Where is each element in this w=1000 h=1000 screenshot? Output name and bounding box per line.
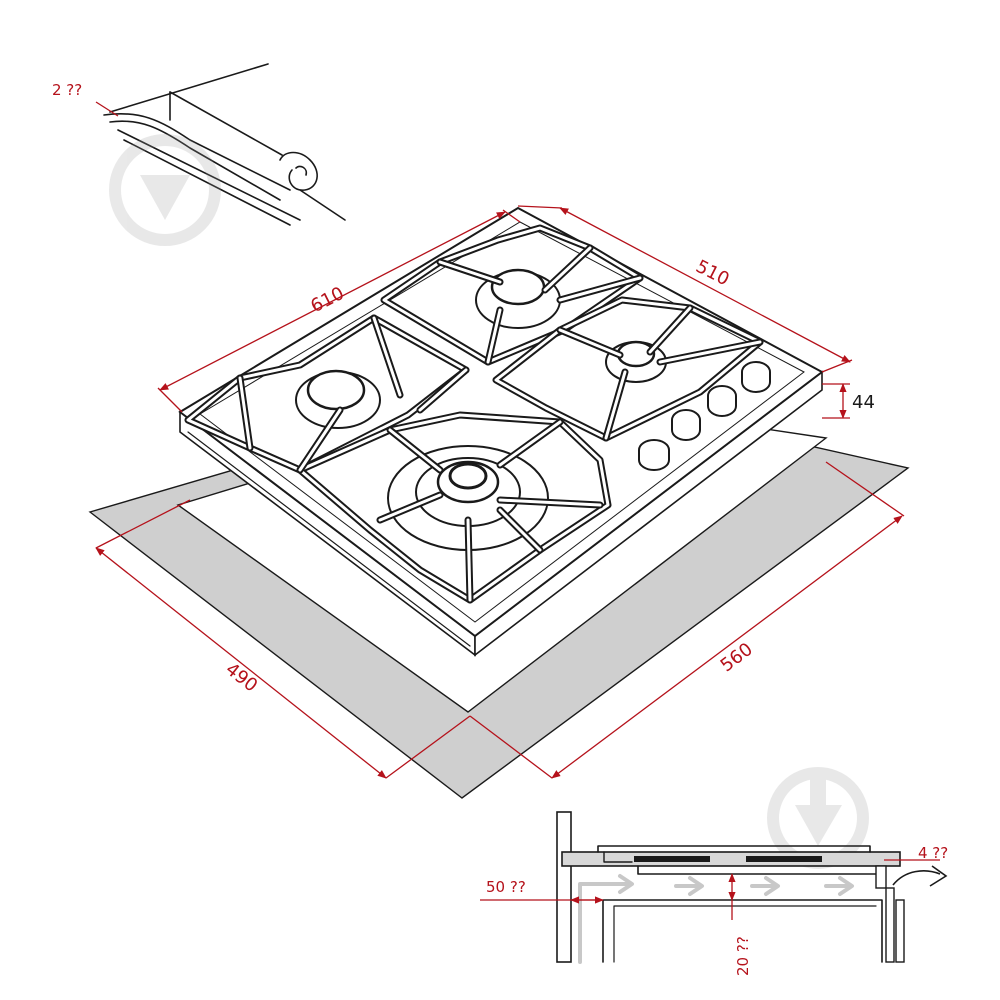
dimension-wall-gap: 50 ??	[480, 878, 604, 904]
dimension-44: 44	[822, 383, 875, 419]
burner-left	[295, 369, 381, 429]
dimension-560-label: 560	[717, 639, 757, 676]
knob-3	[707, 385, 737, 417]
knob-2	[671, 409, 701, 441]
dimension-490-label: 490	[221, 659, 261, 697]
knob-1	[638, 439, 670, 471]
rear-gap-label: 4 ??	[918, 844, 948, 862]
dimension-510-label: 510	[692, 256, 732, 290]
dimension-44-label: 44	[852, 392, 875, 413]
air-gap-label: 20 ??	[734, 936, 752, 976]
dimension-610-label: 610	[307, 283, 347, 317]
watermark-icon	[109, 134, 221, 246]
knob-4	[741, 361, 771, 393]
ventilation-detail	[556, 767, 948, 964]
watermark-icon	[767, 767, 869, 869]
burner-large-front	[387, 445, 549, 551]
dimension-air-gap: 20 ??	[728, 873, 752, 976]
knobs	[638, 361, 771, 471]
wall-gap-label: 50 ??	[486, 878, 526, 896]
seal-leader	[95, 101, 119, 117]
seal-detail	[103, 63, 346, 246]
seal-thickness-label: 2 ??	[52, 81, 82, 99]
dimension-rear-gap: 4 ??	[884, 844, 948, 862]
